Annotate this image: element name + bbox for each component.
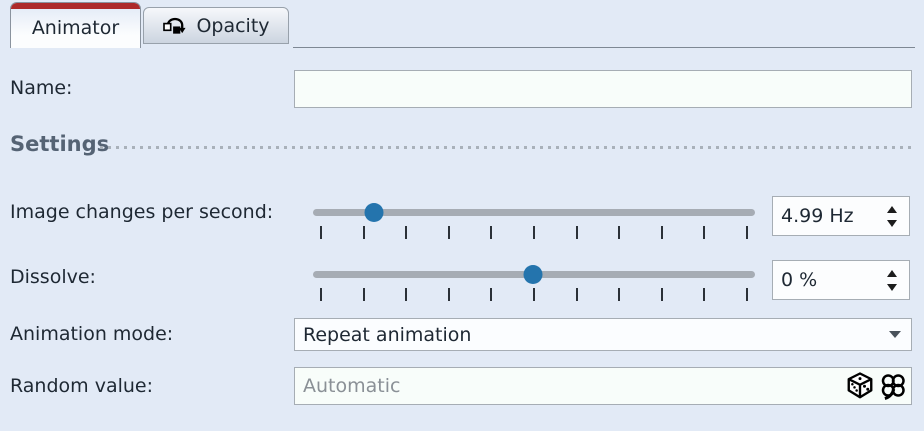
animation-mode-label: Animation mode: <box>10 323 174 345</box>
image-changes-slider-thumb[interactable] <box>364 203 384 222</box>
image-changes-spinbox: 4.99 Hz <box>772 196 910 236</box>
spin-down-icon[interactable] <box>887 283 897 291</box>
dice-icon[interactable] <box>845 371 875 401</box>
spin-up-icon[interactable] <box>887 269 897 277</box>
settings-header: Settings <box>10 132 110 156</box>
tab-opacity-label: Opacity <box>196 14 270 37</box>
spin-down-icon[interactable] <box>887 219 897 227</box>
spin-up-icon[interactable] <box>887 205 897 213</box>
random-value-input[interactable] <box>295 375 845 397</box>
image-changes-slider <box>313 203 755 241</box>
image-changes-value[interactable]: 4.99 Hz <box>781 205 854 227</box>
random-value-field-box <box>294 367 912 405</box>
name-label: Name: <box>10 77 73 99</box>
tab-animator-label: Animator <box>31 16 120 39</box>
tab-opacity[interactable]: Opacity <box>143 7 289 44</box>
animation-mode-dropdown[interactable]: Repeat animation <box>294 318 912 351</box>
settings-divider <box>100 146 912 149</box>
image-changes-slider-track[interactable] <box>313 209 755 216</box>
dissolve-slider <box>313 265 755 303</box>
dissolve-spinbox: 0 % <box>772 260 910 300</box>
image-changes-slider-ticks <box>313 226 755 239</box>
image-changes-label: Image changes per second: <box>10 201 274 223</box>
clover-icon[interactable] <box>878 371 908 401</box>
dissolve-value[interactable]: 0 % <box>781 269 818 291</box>
dissolve-slider-thumb[interactable] <box>523 265 543 284</box>
tab-baseline <box>293 47 915 48</box>
chevron-down-icon <box>889 331 901 338</box>
animation-icon <box>162 14 189 37</box>
dissolve-label: Dissolve: <box>10 266 96 288</box>
name-input[interactable] <box>295 78 911 100</box>
dissolve-slider-ticks <box>313 288 755 301</box>
random-value-label: Random value: <box>10 375 154 397</box>
tab-animator[interactable]: Animator <box>10 2 141 48</box>
name-field-box <box>294 70 912 108</box>
animation-mode-value: Repeat animation <box>303 323 472 346</box>
